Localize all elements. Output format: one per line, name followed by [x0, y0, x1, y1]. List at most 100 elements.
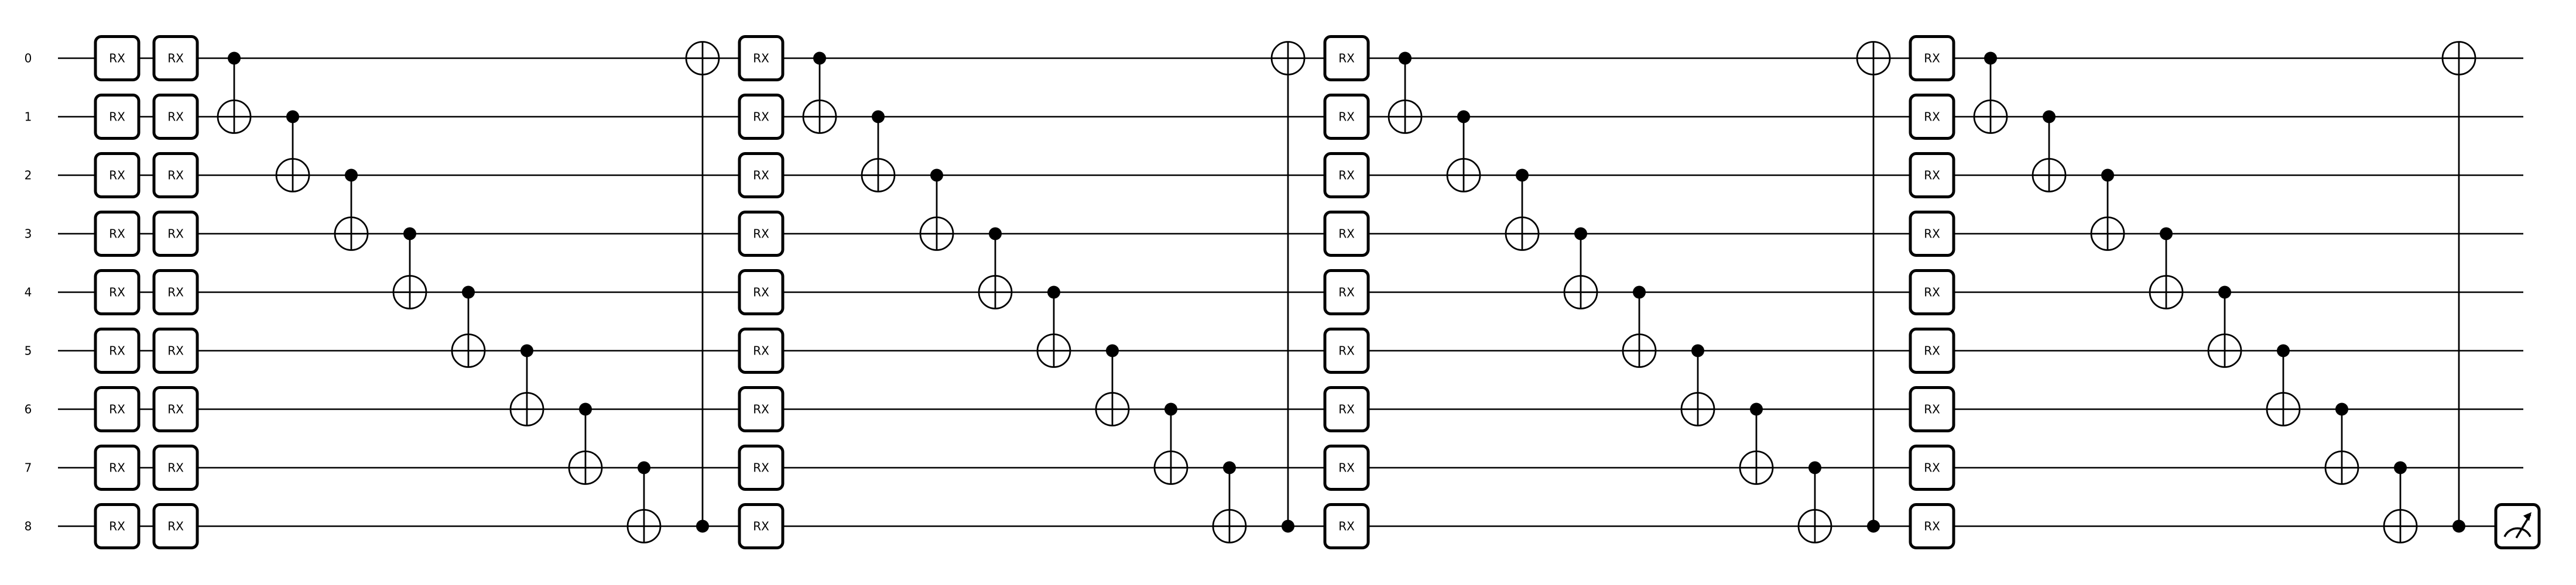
rx-gate: RX: [1909, 152, 1955, 198]
rx-gate: RX: [1323, 35, 1370, 81]
rx-gate-label: RX: [1338, 519, 1355, 534]
rx-gate-box: [94, 445, 141, 491]
rx-gate-label: RX: [1924, 402, 1940, 417]
rx-gate-label: RX: [167, 285, 184, 300]
rx-gate: RX: [1323, 152, 1370, 198]
control-dot: [1047, 285, 1060, 299]
rx-gate-label: RX: [109, 461, 125, 475]
rx-gate-box: [152, 94, 199, 140]
rx-gate: RX: [94, 386, 141, 432]
rx-gate-box: [152, 269, 199, 315]
rx-gate: RX: [94, 35, 141, 81]
rx-gate: RX: [152, 445, 199, 491]
rx-gate: RX: [152, 386, 199, 432]
rx-gate-box: [1909, 35, 1955, 81]
rx-gate-label: RX: [167, 519, 184, 534]
cnot-gate: [1095, 344, 1130, 426]
rx-gate-label: RX: [1924, 51, 1940, 66]
rx-gate-label: RX: [167, 227, 184, 241]
control-dot: [345, 168, 358, 182]
rx-gate-label: RX: [1338, 461, 1355, 475]
cnot-gate: [392, 227, 427, 309]
wire-label: 4: [25, 285, 32, 300]
control-dot: [520, 344, 533, 357]
cnot-gate: [978, 227, 1013, 309]
rx-gate-box: [1323, 94, 1370, 140]
rx-gate-label: RX: [753, 51, 769, 66]
cnot-gate: [1797, 461, 1832, 543]
wire-label: 6: [25, 402, 32, 417]
control-dot: [872, 110, 885, 123]
rx-gate-label: RX: [109, 51, 125, 66]
rx-gate-label: RX: [109, 344, 125, 358]
rx-gate-label: RX: [167, 110, 184, 124]
rx-gate: RX: [738, 152, 785, 198]
rx-gate-label: RX: [753, 227, 769, 241]
rx-gate-label: RX: [753, 168, 769, 183]
control-dot: [286, 110, 299, 123]
rx-gate-box: [94, 211, 141, 257]
rx-gate-box: [152, 35, 199, 81]
rx-gate-label: RX: [167, 344, 184, 358]
cnot-gate: [1739, 402, 1774, 485]
cnot-gate: [451, 285, 486, 368]
rx-gate: RX: [738, 211, 785, 257]
rx-gate: RX: [738, 445, 785, 491]
cnot-gate: [1446, 110, 1481, 192]
control-dot: [1984, 51, 1997, 65]
rx-gate-label: RX: [1338, 51, 1355, 66]
rx-gate-label: RX: [1338, 344, 1355, 358]
cnot-gate: [1212, 461, 1247, 543]
rx-gate: RX: [1323, 328, 1370, 374]
control-dot: [2101, 168, 2114, 182]
cnot-gate: [1153, 402, 1188, 485]
rx-gate: RX: [94, 94, 141, 140]
rx-gate: RX: [1909, 503, 1955, 549]
control-dot: [696, 519, 709, 533]
cnot-gate: [1563, 227, 1598, 309]
rx-gate: RX: [94, 328, 141, 374]
rx-gate-label: RX: [1924, 168, 1940, 183]
rx-gate: RX: [1323, 503, 1370, 549]
rx-gate-label: RX: [109, 168, 125, 183]
wire-label: 8: [25, 519, 32, 534]
rx-gate-label: RX: [109, 110, 125, 124]
wire-label: 0: [25, 51, 32, 66]
rx-gate-box: [1323, 445, 1370, 491]
rx-gate-box: [1909, 386, 1955, 432]
rx-gate: RX: [1323, 94, 1370, 140]
rx-gate-box: [1909, 94, 1955, 140]
control-dot: [228, 51, 241, 65]
control-dot: [579, 402, 592, 416]
control-dot: [989, 227, 1002, 240]
rx-gate-label: RX: [753, 285, 769, 300]
wire-label: 7: [25, 461, 32, 475]
rx-gate-label: RX: [753, 519, 769, 534]
rx-gate-box: [1323, 328, 1370, 374]
control-dot: [2160, 227, 2173, 240]
rx-gate: RX: [738, 269, 785, 315]
control-dot: [1808, 461, 1821, 474]
rx-gate-label: RX: [1924, 110, 1940, 124]
rx-gate: RX: [1909, 269, 1955, 315]
rx-gate-label: RX: [1338, 168, 1355, 183]
rx-gate: RX: [1909, 445, 1955, 491]
rx-gate-box: [738, 503, 785, 549]
control-dot: [638, 461, 650, 474]
control-dot: [403, 227, 416, 240]
measurement-gate: [2494, 503, 2541, 549]
rx-gate-box: [738, 386, 785, 432]
rx-gate-label: RX: [753, 402, 769, 417]
rx-gate-box: [738, 94, 785, 140]
rx-gate-box: [152, 211, 199, 257]
cnot-gate: [802, 51, 837, 134]
wire-label: 3: [25, 227, 32, 241]
rx-gate-label: RX: [109, 519, 125, 534]
rx-gate: RX: [152, 35, 199, 81]
rx-gate: RX: [152, 211, 199, 257]
control-dot: [1574, 227, 1587, 240]
rx-gate-box: [738, 269, 785, 315]
meter-needle-arrow: [2523, 512, 2532, 521]
rx-gate-box: [738, 152, 785, 198]
cnot-gate: [1973, 51, 2008, 134]
